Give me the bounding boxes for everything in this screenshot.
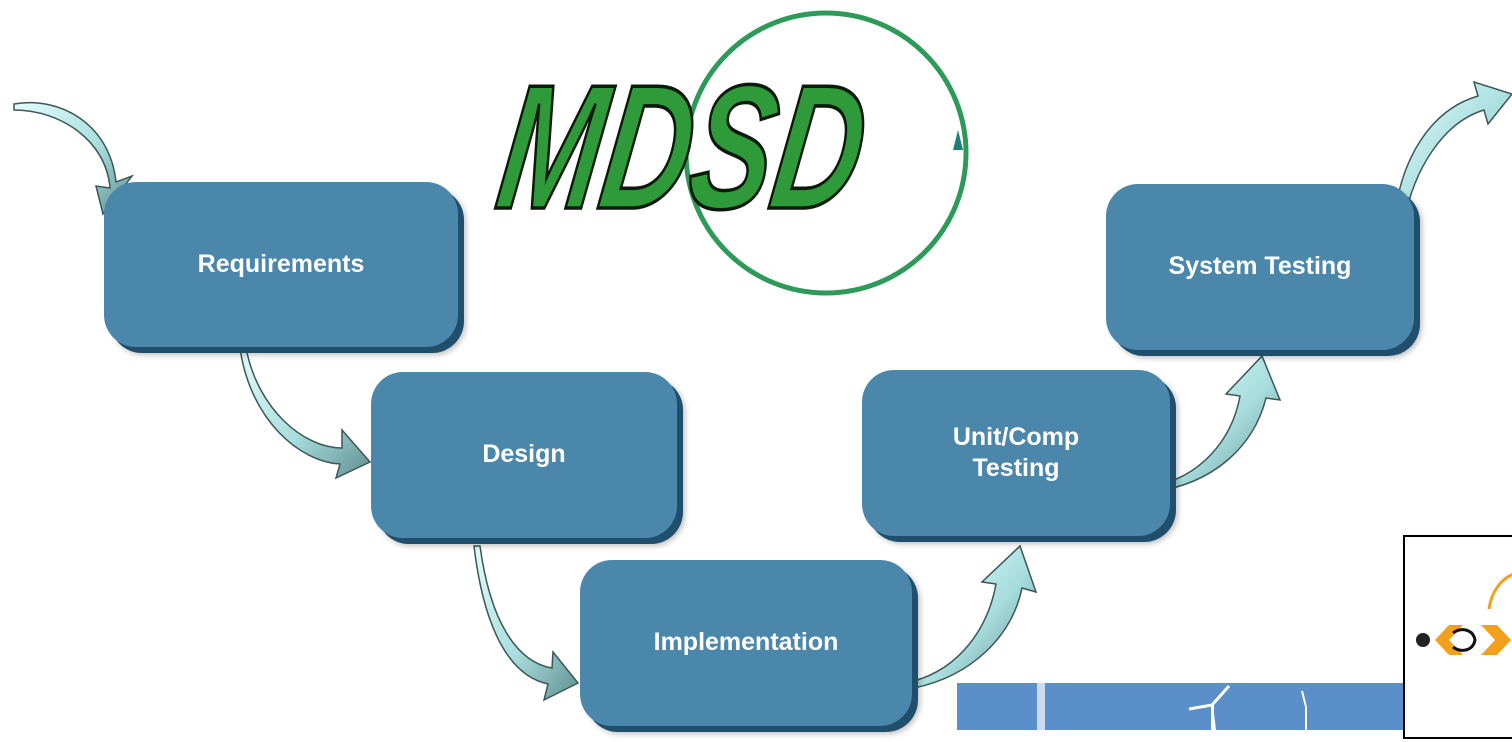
step-requirements-label: Requirements bbox=[197, 249, 365, 278]
wind-turbine-icon bbox=[957, 683, 1415, 730]
step-unit-comp-label-line1: Unit/Comp bbox=[952, 422, 1080, 451]
arrow-implementation-to-unit bbox=[913, 544, 1038, 689]
arrow-unit-to-system bbox=[1151, 354, 1282, 493]
step-design-label: Design bbox=[482, 440, 566, 469]
step-implementation-label: Implementation bbox=[653, 628, 839, 657]
step-implementation: Implementation bbox=[580, 560, 912, 726]
step-system-testing-label: System Testing bbox=[1168, 252, 1352, 281]
cycle-arrowhead bbox=[953, 130, 963, 150]
step-unit-comp-label-line2: Testing bbox=[972, 454, 1060, 482]
step-system-testing: System Testing bbox=[1106, 184, 1414, 350]
partner-logo bbox=[1403, 535, 1512, 739]
partner-logo-icon bbox=[1416, 573, 1512, 655]
arrow-exit bbox=[1393, 80, 1512, 223]
mdsd-wordmark: MDSD bbox=[487, 48, 878, 246]
wind-turbine-photo bbox=[957, 683, 1415, 730]
step-design: Design bbox=[371, 372, 677, 538]
arrow-entry bbox=[13, 102, 135, 216]
step-requirements: Requirements bbox=[104, 182, 458, 347]
step-unit-comp-testing: Unit/Comp Testing bbox=[862, 370, 1170, 536]
arrow-requirements-to-design bbox=[239, 347, 372, 480]
cycle-circle bbox=[683, 10, 969, 296]
arrow-design-to-implementation bbox=[473, 545, 580, 702]
